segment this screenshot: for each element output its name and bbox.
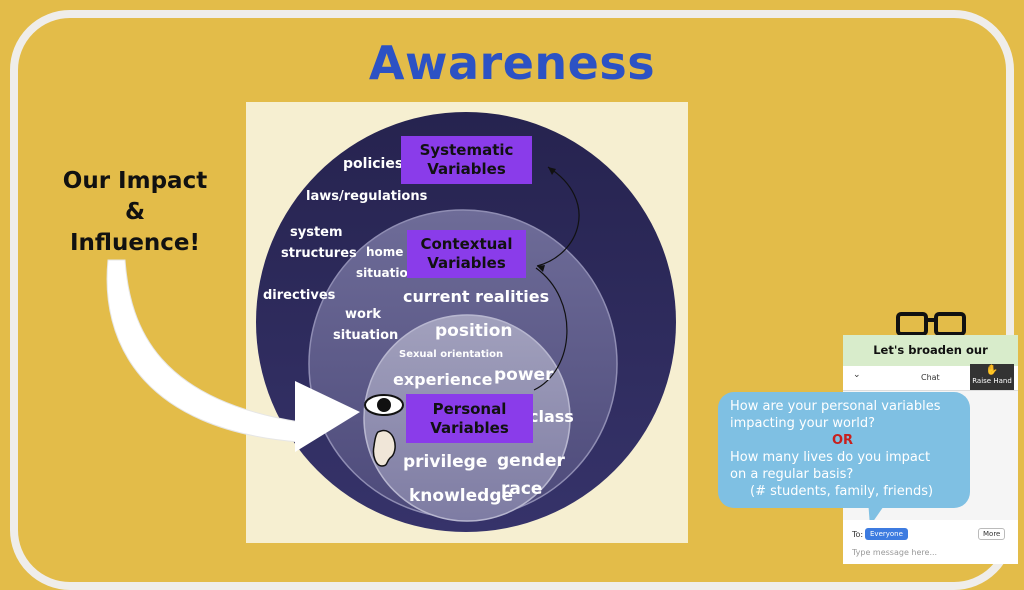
glasses-icon — [896, 312, 966, 336]
personal-line-1: Personal — [432, 399, 507, 418]
question-line-5: (# students, family, friends) — [750, 484, 934, 499]
chat-title: Chat — [921, 373, 940, 382]
contextual-line-1: Contextual — [420, 235, 513, 253]
label-work: work — [345, 307, 381, 322]
question-or: OR — [832, 433, 854, 448]
personal-variables-box: Personal Variables — [406, 394, 533, 443]
label-directives: directives — [263, 288, 336, 303]
label-work-situation: situation — [333, 328, 399, 343]
question-line-3: How many lives do you impact — [730, 450, 931, 465]
question-line-4: on a regular basis? — [730, 467, 854, 482]
hand-icon: ✋ — [985, 365, 999, 376]
label-race: race — [501, 479, 543, 499]
to-label: To: — [852, 530, 864, 539]
ear-icon — [372, 429, 396, 467]
recipient-select[interactable]: Everyone — [865, 528, 908, 540]
contextual-line-2: Variables — [427, 254, 506, 272]
question-line-2: impacting your world? — [730, 416, 876, 431]
raise-hand-label: Raise Hand — [972, 377, 1012, 385]
more-button[interactable]: More — [978, 528, 1006, 540]
label-knowledge: knowledge — [409, 486, 514, 506]
personal-line-2: Variables — [430, 418, 509, 437]
label-class: class — [529, 407, 574, 426]
label-laws-regulations: laws/regulations — [306, 189, 428, 204]
arrow-contextual-personal — [533, 267, 568, 391]
label-policies: policies — [343, 156, 404, 172]
chat-input-area: To: Everyone More Type message here... — [843, 520, 1018, 564]
variables-diagram — [106, 112, 966, 532]
label-gender: gender — [497, 451, 565, 471]
slide-title: Awareness — [368, 36, 656, 90]
bubble-tail — [868, 500, 888, 526]
label-privilege: privilege — [403, 452, 488, 472]
arrowhead-2 — [537, 265, 545, 272]
label-current-realities: current realities — [403, 287, 550, 306]
label-power: power — [494, 365, 554, 385]
systematic-line-2: Variables — [427, 160, 506, 178]
systematic-line-1: Systematic — [419, 141, 514, 159]
perspective-header: Let's broaden our perspective — [843, 335, 1018, 388]
impact-line-1: Our Impact — [62, 168, 208, 194]
eye-icon — [364, 394, 404, 416]
impact-line-3: Influence! — [69, 230, 201, 256]
raise-hand-button[interactable]: ✋ Raise Hand — [970, 364, 1014, 390]
label-home-situation: situation — [356, 266, 417, 280]
impact-arrowhead — [295, 381, 360, 452]
impact-heading: Our Impact & Influence! — [50, 166, 220, 259]
arrow-systematic-contextual — [536, 166, 580, 267]
question-text: How are your personal variables impactin… — [730, 398, 941, 500]
chat-message-input[interactable]: Type message here... — [852, 548, 938, 557]
label-system: system — [290, 225, 343, 240]
question-line-1: How are your personal variables — [730, 399, 941, 414]
label-home: home — [366, 245, 404, 259]
impact-line-2: & — [124, 199, 146, 225]
question-bubble — [718, 392, 970, 508]
label-structures: structures — [281, 246, 357, 261]
arrowhead-1 — [548, 167, 556, 175]
systematic-variables-box: Systematic Variables — [401, 136, 532, 184]
label-sexual-orientation: Sexual orientation — [399, 349, 504, 360]
label-experience: experience — [393, 370, 493, 389]
collapse-chevron-icon[interactable]: ⌄ — [853, 370, 861, 380]
label-position: position — [435, 321, 513, 341]
contextual-variables-box: Contextual Variables — [407, 230, 526, 278]
